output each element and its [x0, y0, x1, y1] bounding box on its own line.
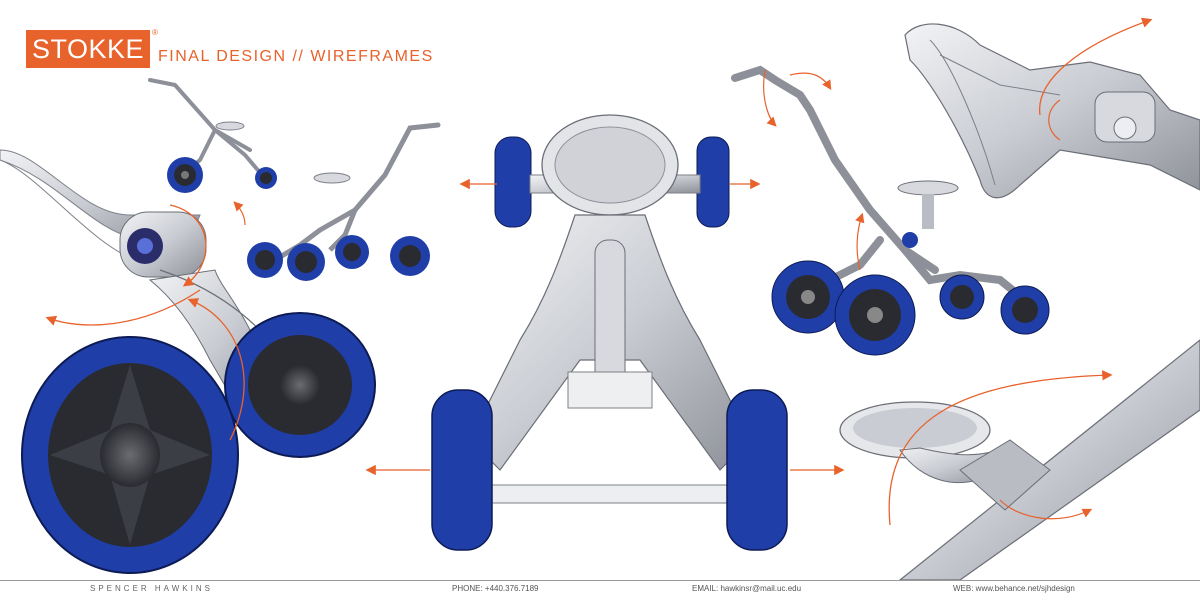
center-top-view [365, 114, 845, 551]
page-title: FINAL DESIGN // WIREFRAMES [158, 48, 434, 65]
handle-closeup-view [904, 17, 1200, 199]
stokke-logo: STOKKE [26, 30, 150, 68]
seat-closeup-view [839, 339, 1200, 581]
left-closeup-view [0, 149, 376, 574]
small-stroller-side-views [148, 78, 441, 281]
email-contact[interactable]: EMAIL: hawkinsr@mail.uc.edu [692, 584, 802, 593]
footer-divider [0, 580, 1200, 581]
right-side-view [731, 65, 1050, 356]
web-contact[interactable]: WEB: www.behance.net/sjhdesign [953, 584, 1075, 593]
logo-text: STOKKE [31, 33, 145, 64]
designer-name: SPENCER HAWKINS [90, 584, 213, 593]
phone-contact: PHONE: +440.376.7189 [452, 584, 539, 593]
registered-mark: ® [152, 28, 158, 37]
